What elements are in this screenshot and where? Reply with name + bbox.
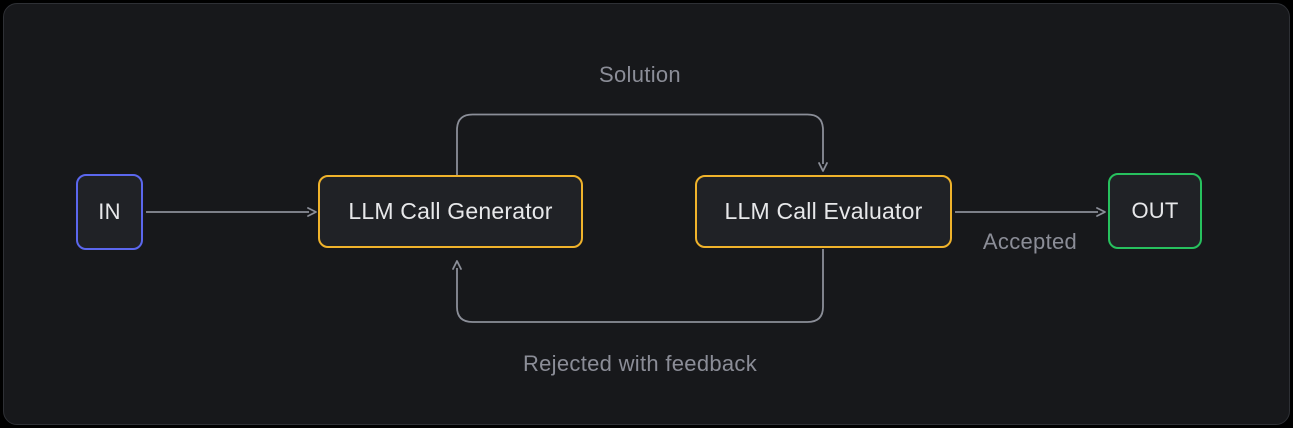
edge-label-rejected-with-feedback: Rejected with feedback (522, 351, 758, 376)
node-in: IN (76, 174, 143, 250)
edge-label-solution: Solution (599, 62, 681, 87)
node-out: OUT (1108, 173, 1202, 249)
diagram-panel (3, 3, 1290, 425)
node-llm-call-generator-label: LLM Call Generator (348, 198, 553, 224)
edge-label-accepted: Accepted (982, 229, 1078, 254)
node-llm-call-evaluator: LLM Call Evaluator (695, 175, 952, 248)
node-llm-call-evaluator-label: LLM Call Evaluator (724, 198, 923, 224)
node-in-label: IN (98, 199, 121, 224)
node-llm-call-generator: LLM Call Generator (318, 175, 583, 248)
node-out-label: OUT (1131, 198, 1179, 223)
